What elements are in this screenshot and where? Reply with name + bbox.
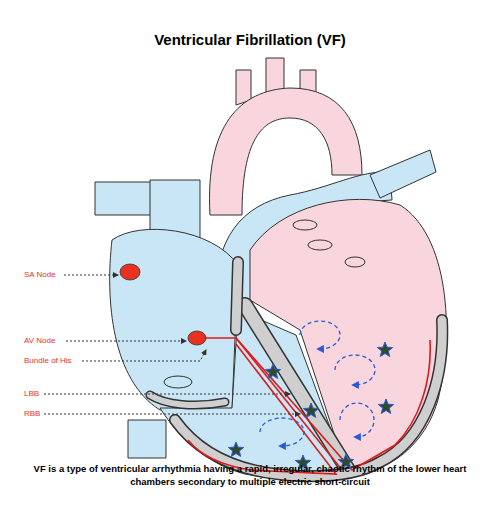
valve	[164, 220, 365, 388]
part-label: AV Node	[24, 336, 55, 345]
reentry-circuit	[260, 321, 375, 446]
leader-line	[44, 275, 300, 414]
ectopic-focus	[228, 342, 393, 469]
right-ventricle	[160, 310, 348, 480]
av-node	[188, 331, 206, 345]
part-label: LBB	[24, 389, 39, 398]
part-label: RBB	[24, 409, 40, 418]
right-atrium	[110, 229, 238, 410]
conduction-path	[188, 338, 430, 474]
diagram-title: Ventricular Fibrillation (VF)	[0, 31, 500, 48]
figure-caption: VF is a type of ventricular arrhythmia h…	[12, 462, 488, 488]
heart-wall	[150, 262, 442, 476]
part-label: Bundle of His	[24, 356, 72, 365]
part-label: SA Node	[24, 270, 56, 279]
sa-node	[120, 264, 140, 280]
